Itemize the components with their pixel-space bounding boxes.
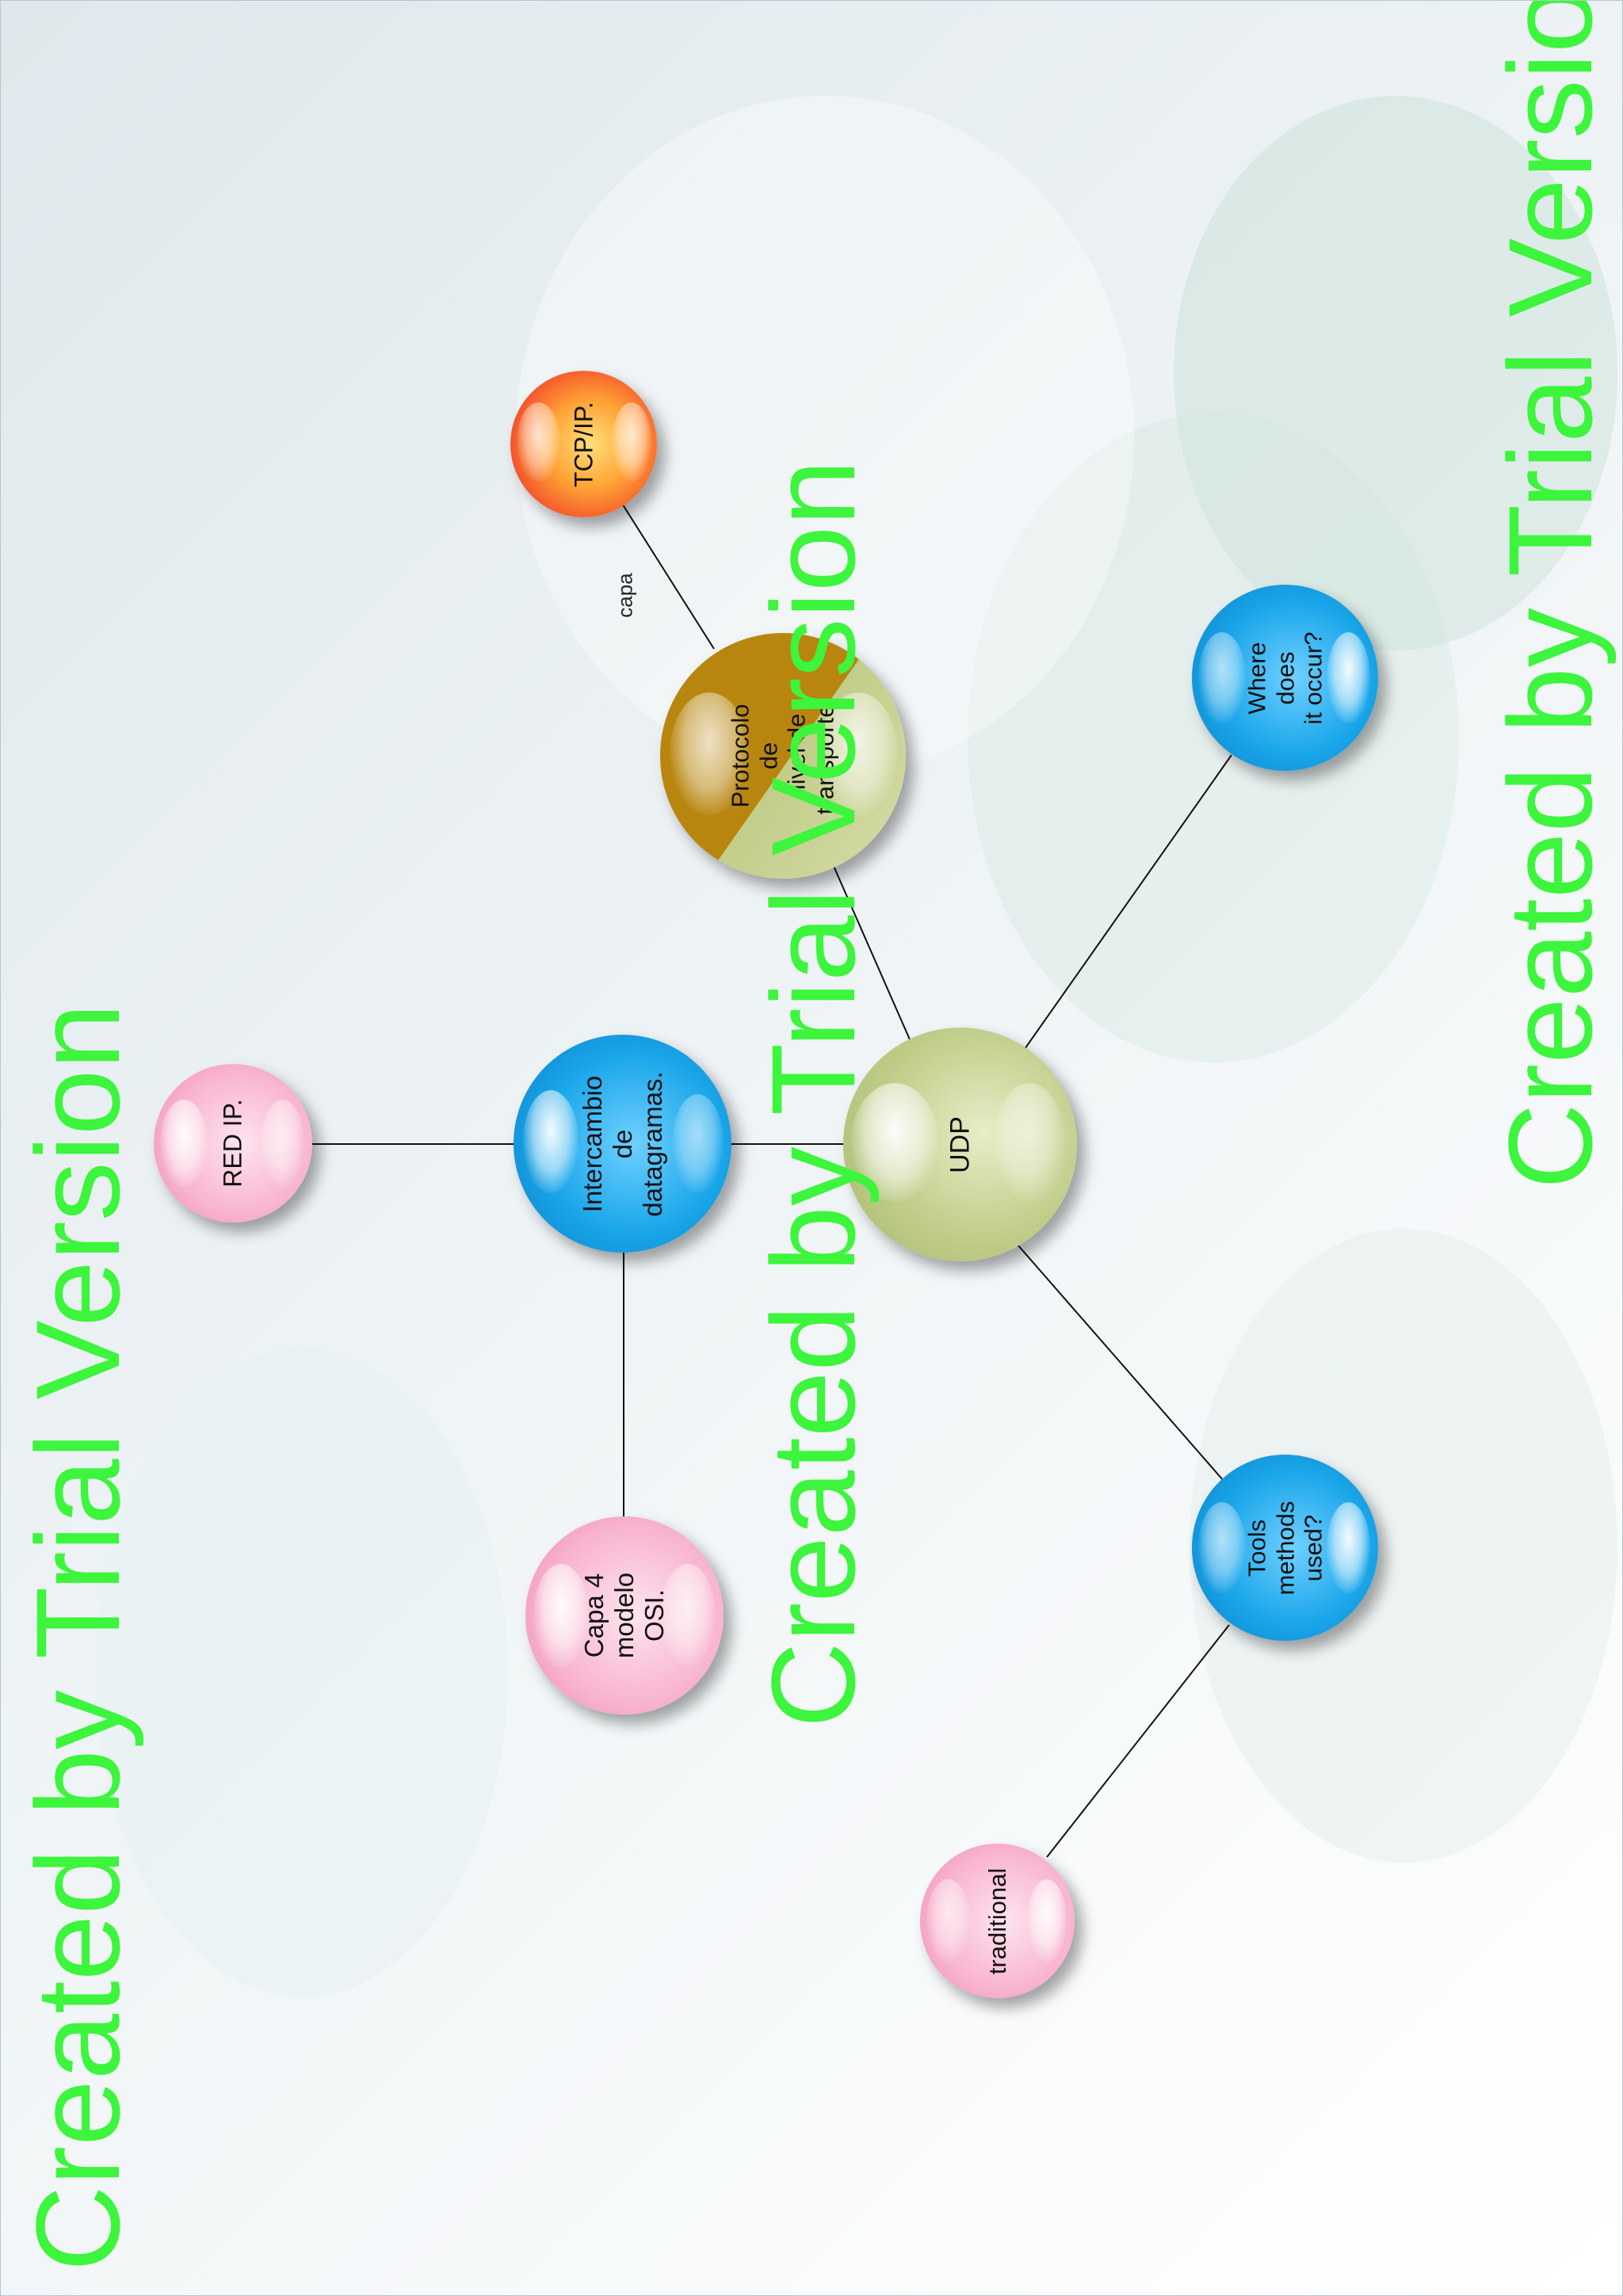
node-highlight	[160, 1100, 208, 1187]
node-highlight	[819, 692, 898, 815]
node-capa4[interactable]: Capa 4 modelo OSI.	[525, 1516, 724, 1714]
node-highlight	[1027, 1879, 1067, 1962]
node-label-red-ip: RED IP.	[218, 1099, 247, 1188]
watermark-center: Created by Trial Version	[747, 460, 880, 1728]
node-highlight	[851, 1083, 938, 1202]
link-udp-protocolo	[832, 864, 913, 1046]
edge-label-capa: capa	[613, 573, 637, 618]
node-highlight	[1198, 1502, 1246, 1593]
node-tcpip[interactable]: TCP/IP.	[510, 371, 657, 517]
node-highlight	[261, 1100, 304, 1187]
node-highlight	[533, 1564, 589, 1667]
node-label-text: Capa 4 modelo OSI.	[579, 1572, 669, 1659]
background-cloud	[1174, 96, 1617, 650]
link-tools-traditional	[1046, 1624, 1230, 1858]
node-highlight	[660, 1564, 716, 1667]
node-highlight	[1198, 632, 1246, 723]
node-label-intercambio: Intercambio de datagramas.	[578, 1071, 668, 1216]
node-highlight	[1327, 632, 1370, 723]
node-highlight	[1327, 1502, 1370, 1593]
node-highlight	[926, 1879, 970, 1962]
node-label-udp: UDP	[944, 1116, 975, 1173]
node-highlight	[517, 402, 560, 482]
node-label-traditional: traditional	[983, 1867, 1011, 1974]
node-label-where: Where does it occur?	[1243, 631, 1327, 725]
node-udp[interactable]: UDP	[843, 1028, 1077, 1261]
background-cloud	[96, 1348, 508, 1997]
node-red-ip[interactable]: RED IP.	[154, 1064, 312, 1222]
node-label-tools: Tools methods used?	[1243, 1501, 1327, 1595]
watermark-left: Created by Trial Version	[11, 1003, 144, 2271]
node-label-capa4: Capa 4 modelo OSI.	[579, 1566, 670, 1665]
node-protocolo[interactable]: Protocolo de nivel de transporte.	[660, 633, 906, 879]
node-label-text: Tools methods used?	[1243, 1501, 1327, 1595]
link-udp-tools	[1017, 1244, 1224, 1482]
node-label-tcpip: TCP/IP.	[569, 401, 598, 487]
link-protocolo-tcpip	[621, 502, 715, 650]
watermark-right: Created by Trial Version	[1484, 0, 1617, 1189]
node-highlight	[523, 1090, 579, 1193]
node-traditional[interactable]: traditional	[920, 1844, 1075, 1998]
node-label-text: Where does it occur?	[1243, 631, 1327, 725]
node-where[interactable]: Where does it occur?	[1192, 585, 1378, 771]
node-highlight	[670, 692, 749, 815]
node-highlight	[672, 1094, 724, 1193]
node-tools[interactable]: Tools methods used?	[1192, 1455, 1378, 1641]
node-highlight	[994, 1083, 1065, 1202]
node-intercambio[interactable]: Intercambio de datagramas.	[514, 1035, 731, 1253]
node-highlight	[612, 402, 651, 482]
node-label-text: Intercambio de datagramas.	[577, 1070, 667, 1217]
link-udp-where	[1024, 754, 1232, 1050]
